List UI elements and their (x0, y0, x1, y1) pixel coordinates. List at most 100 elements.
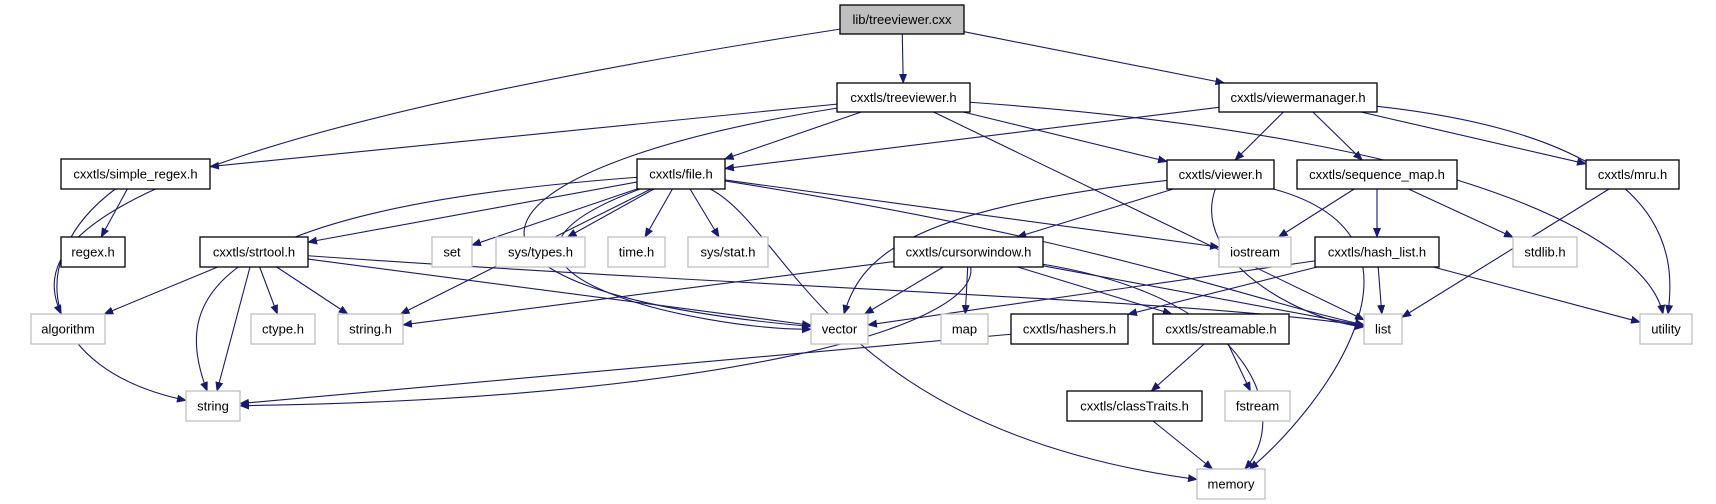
node-label: fstream (1236, 399, 1279, 414)
edge-root-to-treeviewer (899, 33, 908, 84)
node-box (839, 4, 965, 35)
node-label: cxxtls/hash_list.h (1328, 245, 1426, 260)
node-box (1218, 82, 1378, 113)
node-box (1314, 236, 1440, 268)
node-label: string (197, 399, 229, 414)
edge-root-to-algorithm (53, 28, 841, 315)
node-label: cxxtls/strtool.h (213, 245, 295, 260)
node-label: set (443, 245, 461, 260)
node-sysstat: sys/stat.h (687, 236, 769, 268)
node-regex[interactable]: regex.h (60, 236, 126, 268)
node-utility: utility (1639, 313, 1693, 345)
node-label: vector (822, 322, 858, 337)
node-box (1066, 390, 1203, 422)
edge-cursorwindow-to-map (961, 266, 970, 315)
node-label: sys/types.h (508, 245, 573, 260)
node-hashers[interactable]: cxxtls/hashers.h (1010, 313, 1129, 345)
edge-viewermanager-to-viewer (1234, 111, 1284, 161)
node-box (687, 236, 769, 268)
node-sequence_map[interactable]: cxxtls/sequence_map.h (1296, 159, 1458, 190)
node-label: cxxtls/streamable.h (1165, 322, 1276, 337)
node-treeviewer[interactable]: cxxtls/treeviewer.h (836, 82, 971, 113)
edge-file-to-strtool (307, 181, 638, 245)
edge-file-to-string (195, 176, 638, 392)
edge-viewermanager-to-file (724, 106, 1220, 172)
edge-file-to-set (471, 188, 638, 247)
node-iostream: iostream (1218, 236, 1292, 268)
node-box (1218, 236, 1292, 268)
node-ctype: ctype.h (250, 313, 316, 345)
node-label: cxxtls/viewer.h (1179, 167, 1263, 182)
node-label: cxxtls/file.h (649, 167, 713, 182)
edge-hash_list-to-hashers (1127, 266, 1318, 317)
node-viewer[interactable]: cxxtls/viewer.h (1166, 159, 1275, 190)
node-label: cxxtls/mru.h (1598, 167, 1667, 182)
edge-hash_list-to-list (1377, 266, 1386, 315)
node-box (607, 236, 666, 268)
node-box (30, 313, 106, 345)
edge-file-to-list (724, 180, 1365, 327)
node-list: list (1363, 313, 1403, 345)
node-fstream: fstream (1224, 390, 1291, 422)
edge-treeviewer-to-list (933, 111, 1365, 321)
node-label: stdlib.h (1524, 245, 1565, 260)
node-box (1296, 159, 1458, 190)
node-label: time.h (619, 245, 654, 260)
node-label: map (952, 322, 977, 337)
node-box (60, 158, 211, 190)
edge-strtool-to-algorithm (103, 266, 218, 315)
node-box (1166, 159, 1275, 190)
node-mru[interactable]: cxxtls/mru.h (1585, 159, 1680, 190)
node-viewermanager[interactable]: cxxtls/viewermanager.h (1218, 82, 1378, 113)
node-label: cxxtls/simple_regex.h (73, 167, 197, 182)
node-string: string (185, 390, 241, 422)
edge-cursorwindow-to-stringh (402, 261, 895, 328)
node-root[interactable]: lib/treeviewer.cxx (839, 4, 965, 35)
node-strtool[interactable]: cxxtls/strtool.h (199, 236, 309, 268)
edge-file-to-sysstat (689, 188, 720, 238)
node-box (1585, 159, 1680, 190)
node-time: time.h (607, 236, 666, 268)
node-streamable[interactable]: cxxtls/streamable.h (1152, 313, 1290, 345)
node-box (1363, 313, 1403, 345)
edge-file-to-vector (557, 188, 812, 334)
node-hash_list[interactable]: cxxtls/hash_list.h (1314, 236, 1440, 268)
edge-treeviewer-to-viewer (963, 111, 1168, 164)
node-file[interactable]: cxxtls/file.h (636, 158, 726, 190)
edge-streamable-to-classTraits (1150, 343, 1205, 392)
node-classTraits[interactable]: cxxtls/classTraits.h (1066, 390, 1203, 422)
node-vector: vector (810, 313, 869, 345)
edge-viewermanager-to-utility (1376, 105, 1674, 315)
node-box (60, 236, 126, 268)
node-label: utility (1651, 322, 1681, 337)
node-label: cxxtls/cursorwindow.h (906, 245, 1032, 260)
node-systypes: sys/types.h (495, 236, 586, 268)
edge-root-to-viewermanager (963, 31, 1226, 86)
edge-file-to-systypes (566, 188, 655, 238)
node-algorithm: algorithm (30, 313, 106, 345)
node-map: map (940, 313, 989, 345)
node-box (185, 390, 241, 422)
node-box (337, 313, 404, 345)
edge-mru-to-list (1401, 188, 1610, 318)
node-simple_regex[interactable]: cxxtls/simple_regex.h (60, 158, 211, 190)
edge-sequence_map-to-stdlib (1408, 188, 1514, 238)
node-box (836, 82, 971, 113)
node-label: memory (1208, 477, 1255, 492)
node-cursorwindow[interactable]: cxxtls/cursorwindow.h (893, 236, 1044, 268)
edge-hashers-to-string (239, 333, 1012, 407)
node-label: iostream (1230, 245, 1280, 260)
edge-file-to-iostream (724, 179, 1220, 250)
edge-simple_regex-to-regex (100, 188, 128, 238)
node-label: sys/stat.h (701, 245, 756, 260)
node-label: cxxtls/hashers.h (1023, 322, 1116, 337)
node-box (1152, 313, 1290, 345)
node-box (940, 313, 989, 345)
node-box (1224, 390, 1291, 422)
edge-cursorwindow-to-streamable (1017, 266, 1173, 316)
node-box (1512, 236, 1578, 268)
node-label: algorithm (41, 322, 94, 337)
node-label: cxxtls/classTraits.h (1080, 399, 1189, 414)
node-label: cxxtls/treeviewer.h (850, 90, 956, 105)
